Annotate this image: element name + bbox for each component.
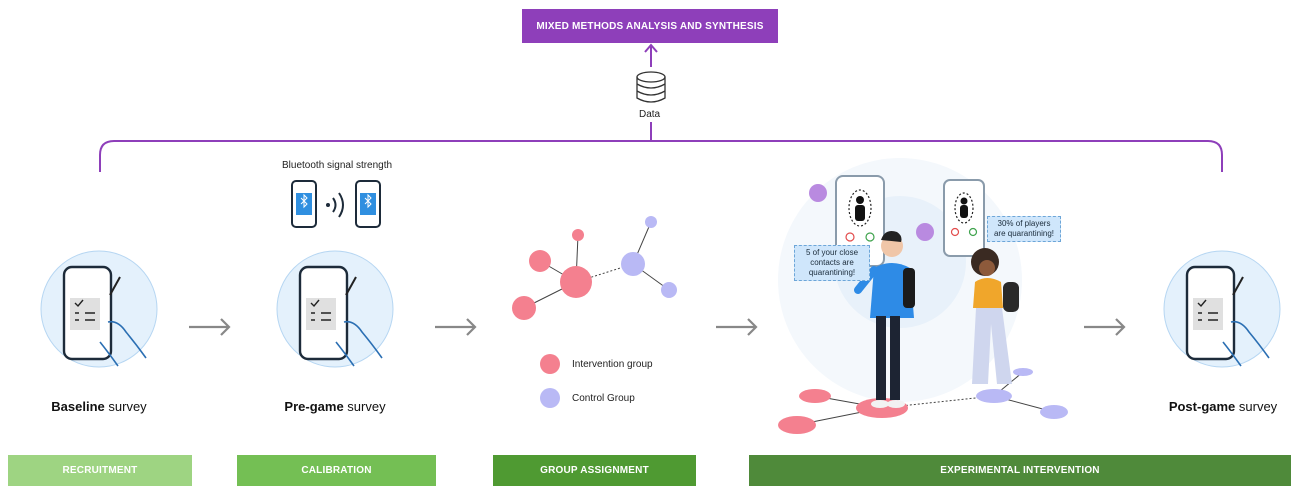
phase-group-assignment: GROUP ASSIGNMENT xyxy=(493,455,696,486)
players-quarantine-bubble: 30% of players are quarantining! xyxy=(987,216,1061,242)
postgame-survey-label: Post-game survey xyxy=(1168,399,1278,414)
arrow-up-head xyxy=(644,43,658,53)
database-icon xyxy=(636,71,666,103)
phase-calibration: CALIBRATION xyxy=(237,455,436,486)
bluetooth-label: Bluetooth signal strength xyxy=(282,160,393,171)
survey-phone-icon-1 xyxy=(40,250,158,368)
legend-intervention-dot xyxy=(540,354,560,374)
legend-intervention-label: Intervention group xyxy=(572,359,653,370)
legend-control-dot xyxy=(540,388,560,408)
survey-phone-icon-2 xyxy=(276,250,394,368)
group-network xyxy=(512,216,677,320)
flow-arrows xyxy=(189,318,1126,336)
pregame-survey-label: Pre-game survey xyxy=(284,399,386,414)
bluetooth-phones-icon xyxy=(291,180,381,228)
data-bracket xyxy=(99,140,1223,172)
phase-experimental-intervention: EXPERIMENTAL INTERVENTION xyxy=(749,455,1291,486)
phase-recruitment: RECRUITMENT xyxy=(8,455,192,486)
intervention-illustration xyxy=(778,158,1068,434)
legend-control-label: Control Group xyxy=(572,393,635,404)
survey-phone-icon-3 xyxy=(1163,250,1281,368)
analysis-synthesis-box: MIXED METHODS ANALYSIS AND SYNTHESIS xyxy=(522,9,778,43)
data-label: Data xyxy=(639,109,661,120)
baseline-survey-label: Baseline survey xyxy=(51,399,147,414)
contacts-quarantine-bubble: 5 of your close contacts are quarantinin… xyxy=(794,245,870,281)
